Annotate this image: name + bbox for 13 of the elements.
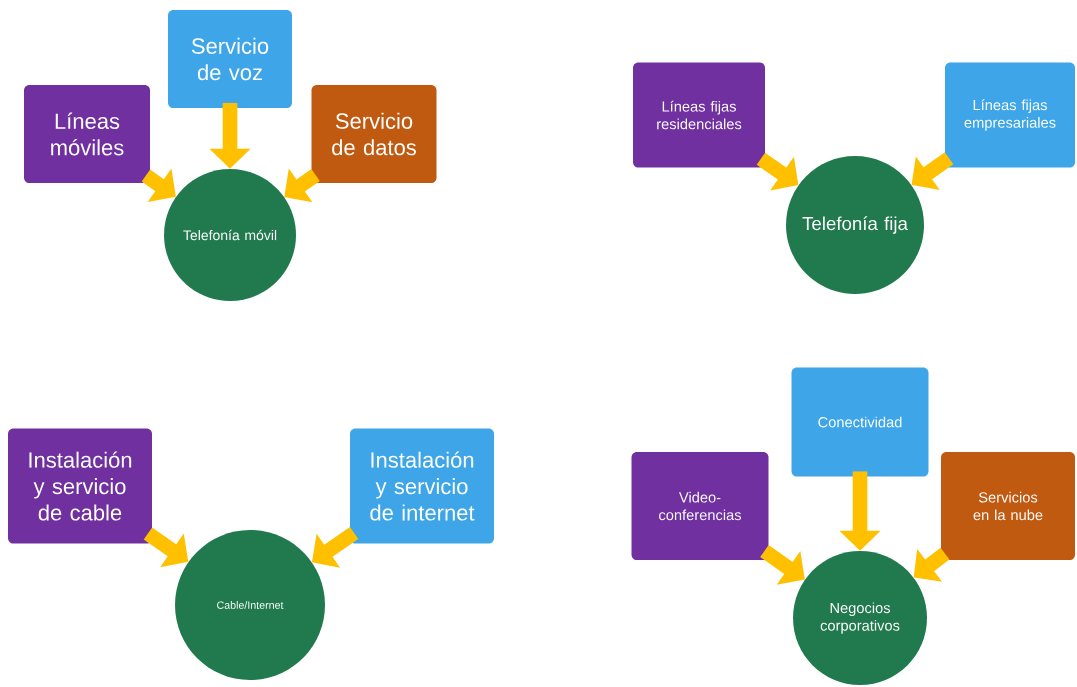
arrow [911,152,954,191]
service-box: Conectividad [791,367,929,477]
service-box: Instalación y servicio de internet [350,428,494,544]
arrow [284,168,320,203]
service-box: Servicios en la nube [941,452,1075,560]
service-box: Líneas fijas residenciales [633,62,765,168]
arrow [913,547,950,582]
service-box: Servicio de datos [311,85,437,183]
service-box: Servicio de voz [168,10,292,108]
service-box: Instalación y servicio de cable [8,428,152,544]
service-box: Video-conferencias [631,452,769,560]
service-box: Líneas móviles [24,85,150,183]
service-box: Líneas fijas empresariales [945,62,1075,168]
